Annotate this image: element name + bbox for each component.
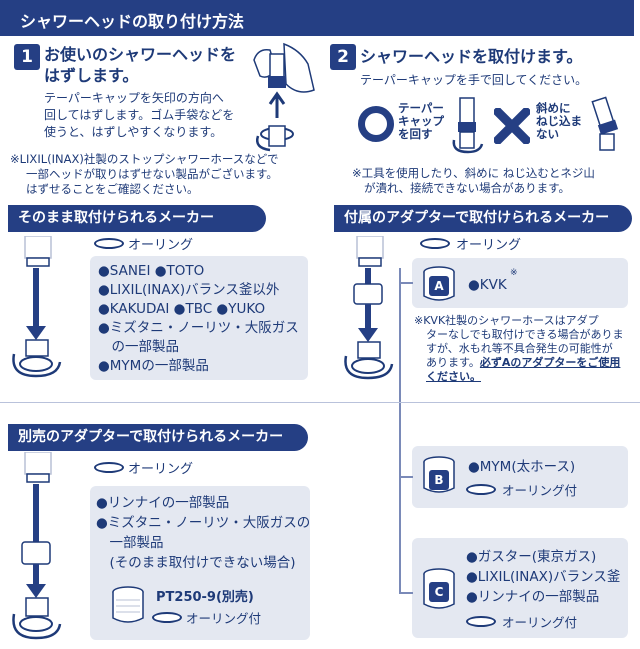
step1-heading-2: はずします。 [44, 66, 139, 85]
ok-label-2: キャップ [398, 114, 444, 128]
adapter-b-maker: ●MYM(太ホース) [468, 459, 576, 475]
direct-maker-2: ●LIXIL(INAX)バランス釜以外 [98, 282, 280, 298]
separate-maker-4: (そのまま取付けできない場合) [96, 555, 296, 571]
step1-body-1: テーパーキャップを矢印の方向へ [44, 91, 224, 105]
adapter-c-maker-3: ●リンナイの一部製品 [466, 589, 600, 605]
connector-a [399, 282, 413, 284]
ng-label-2: ねじ込ま [536, 114, 582, 128]
connector-c [399, 592, 413, 594]
separate-maker-1: ●リンナイの一部製品 [96, 495, 230, 511]
adapter-b-letter: B [429, 470, 449, 490]
included-hose-illustration [344, 236, 394, 380]
oring-icon [466, 616, 496, 627]
page-title: シャワーヘッドの取り付け方法 [20, 12, 245, 31]
adapter-c-letter: C [429, 582, 449, 602]
step2-note-1: ※工具を使用したり、斜めに ねじ込むとネジ山 [352, 166, 595, 180]
adapter-a-maker: ●KVK [468, 277, 507, 293]
oring-icon [94, 462, 124, 473]
ng-label-1: 斜めに [536, 101, 571, 115]
separate-maker-2: ●ミズタニ・ノーリツ・大阪ガスの [96, 515, 311, 531]
adapter-c-maker-1: ●ガスター(東京ガス) [466, 549, 597, 565]
direct-maker-6: ●MYMの一部製品 [98, 358, 209, 374]
separate-oring-label: オーリング [128, 462, 194, 477]
direct-maker-4: ●ミズタニ・ノーリツ・大阪ガス [98, 320, 299, 336]
oring-icon [94, 238, 124, 249]
step1-note-3: はずせることをご確認ください。 [26, 182, 199, 196]
connector-line [399, 268, 401, 594]
step2-number: 2 [330, 44, 356, 70]
step1-body-2: 回してはずします。ゴム手袋などを [44, 108, 235, 122]
step1-body-3: 使うと、はずしやすくなります。 [44, 125, 223, 139]
ng-cross-icon [494, 108, 530, 144]
included-oring-label: オーリング [456, 238, 522, 253]
oring-icon [152, 612, 182, 623]
step1-note-2: 一部ヘッドが取りはずせない製品がございます。 [26, 167, 278, 181]
remove-head-illustration [253, 42, 315, 152]
ng-label-3: ない [536, 127, 559, 141]
connector-b [399, 476, 413, 478]
pt250-product: PT250-9(別売) [156, 590, 254, 605]
step1-number: 1 [14, 44, 40, 70]
direct-maker-1: ●SANEI ●TOTO [98, 263, 205, 279]
adapter-a-mark: ※ [510, 268, 518, 278]
pt250-oring: オーリング付 [186, 611, 262, 626]
kvk-note-4-plain: あります。 [426, 356, 480, 369]
kvk-note-3: すが、水もれ等不具合発生の可能性が [426, 342, 613, 355]
section-separate-title: 別売のアダプターで取付けられるメーカー [8, 424, 308, 451]
ng-cap-illustration [591, 96, 619, 151]
kvk-note-5: ください。 [426, 370, 481, 383]
separate-maker-3: 一部製品 [96, 535, 164, 551]
adapter-c-maker-2: ●LIXIL(INAX)バランス釜 [466, 569, 621, 585]
oring-icon [466, 484, 496, 495]
pt250-adapter-icon [112, 586, 144, 623]
direct-hose-illustration [12, 236, 62, 378]
step1-heading-1: お使いのシャワーヘッドを [44, 45, 237, 64]
direct-oring-label: オーリング [128, 238, 194, 253]
direct-maker-3: ●KAKUDAI ●TBC ●YUKO [98, 301, 266, 317]
step2-note-2: が潰れ、接続できない場合があります。 [364, 181, 570, 195]
direct-maker-panel [90, 256, 308, 380]
direct-maker-5: の一部製品 [98, 339, 179, 355]
oring-icon [420, 238, 450, 249]
section-direct-title: そのまま取付けられるメーカー [8, 205, 266, 232]
adapter-c-oring: オーリング付 [502, 615, 578, 630]
kvk-note-4-bold: 必ずAのアダプターをご使用 [479, 356, 621, 369]
ok-circle-icon [358, 106, 394, 142]
kvk-note-4: あります。必ずAのアダプターをご使用 [426, 356, 620, 370]
adapter-b-oring: オーリング付 [502, 483, 578, 498]
kvk-note-2: ターなしでも取付けできる場合がありま [426, 328, 624, 341]
ok-label-3: を回す [398, 127, 433, 141]
step2-body: テーパーキャップを手で回してください。 [360, 73, 588, 87]
step1-note-1: ※LIXIL(INAX)社製のストップシャワーホースなどで [10, 152, 279, 166]
adapter-a-letter: A [429, 276, 449, 296]
title-bar [0, 0, 634, 36]
ok-label-1: テーパー [398, 101, 444, 115]
kvk-note-1: ※KVK社製のシャワーホースはアダプ [414, 314, 599, 327]
section-included-title: 付属のアダプターで取付けられるメーカー [334, 205, 632, 232]
step2-heading: シャワーヘッドを取付けます。 [360, 47, 583, 66]
separate-hose-illustration [12, 452, 62, 640]
section-divider [0, 402, 640, 403]
ok-cap-illustration [452, 97, 484, 154]
